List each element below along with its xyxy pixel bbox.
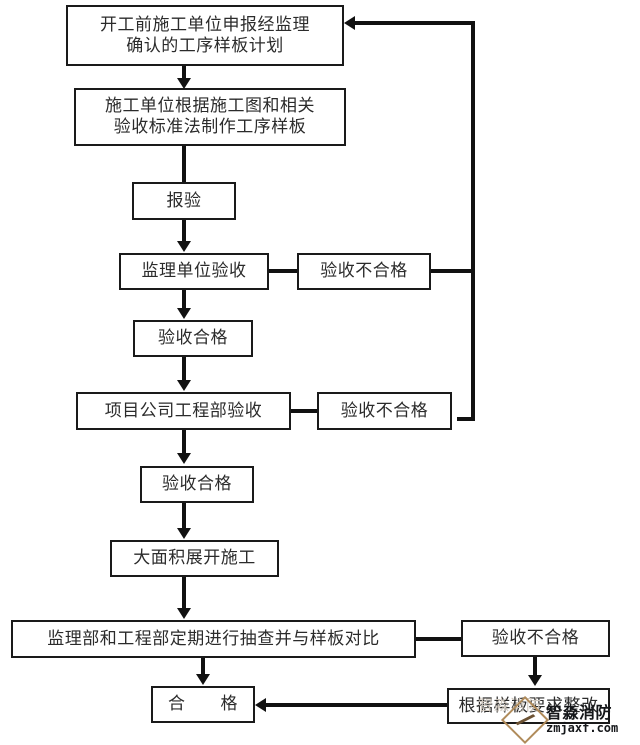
node-supervisor-acceptance[interactable]: 监理单位验收 xyxy=(119,253,269,290)
connector-spot-check-to-failed-3 xyxy=(416,637,461,641)
node-label: 根据样板要求整改 xyxy=(458,695,599,716)
connector-failed-3-to-rectify xyxy=(533,657,537,676)
connector-passed-2-to-large-scale xyxy=(182,503,186,529)
connector-plan-to-make-sample xyxy=(182,66,186,80)
connector-return-bus-vertical xyxy=(471,21,475,421)
arrowhead-down-icon xyxy=(177,308,191,319)
connector-make-sample-to-report xyxy=(182,146,186,182)
arrowhead-down-icon xyxy=(177,78,191,89)
arrowhead-down-icon xyxy=(177,608,191,619)
node-label: 大面积展开施工 xyxy=(133,548,256,569)
node-label: 合 格 xyxy=(168,694,238,715)
connector-project-to-failed-2 xyxy=(291,409,317,413)
node-label: 验收不合格 xyxy=(491,628,580,649)
connector-supervisor-to-passed-1 xyxy=(182,290,186,310)
node-make-process-sample[interactable]: 施工单位根据施工图和相关 验收标准法制作工序样板 xyxy=(74,88,346,146)
node-acceptance-failed-2[interactable]: 验收不合格 xyxy=(317,392,452,430)
node-acceptance-passed-2[interactable]: 验收合格 xyxy=(140,466,254,503)
connector-rectify-to-qualified xyxy=(266,703,447,707)
connector-failed-1-to-return-bus xyxy=(431,269,475,273)
connector-return-bus-to-plan xyxy=(355,21,475,25)
node-report-inspection[interactable]: 报验 xyxy=(132,182,236,220)
arrowhead-down-icon xyxy=(177,453,191,464)
node-label: 报验 xyxy=(166,190,202,211)
node-label: 项目公司工程部验收 xyxy=(104,400,263,421)
arrowhead-left-icon xyxy=(344,16,355,30)
connector-spot-check-to-qualified xyxy=(201,658,205,676)
node-label-line1: 开工前施工单位申报经监理 xyxy=(100,14,310,35)
node-acceptance-failed-1[interactable]: 验收不合格 xyxy=(297,253,431,290)
arrowhead-down-icon xyxy=(177,241,191,252)
node-label: 监理单位验收 xyxy=(141,261,247,282)
arrowhead-down-icon xyxy=(196,674,210,685)
node-label-line2: 确认的工序样板计划 xyxy=(126,35,284,56)
arrowhead-down-icon xyxy=(177,528,191,539)
connector-large-scale-to-spot-check xyxy=(182,577,186,611)
connector-report-to-supervisor xyxy=(182,220,186,242)
node-label: 监理部和工程部定期进行抽查并与样板对比 xyxy=(47,628,380,649)
node-label: 验收合格 xyxy=(162,474,232,495)
arrowhead-down-icon xyxy=(528,675,542,686)
node-qualified[interactable]: 合 格 xyxy=(151,686,255,723)
connector-supervisor-to-failed-1 xyxy=(269,269,297,273)
connector-failed-2-to-return-bus xyxy=(457,417,475,421)
arrowhead-left-icon xyxy=(255,698,266,712)
node-rectify-per-sample[interactable]: 根据样板要求整改 xyxy=(447,688,610,724)
node-label: 验收不合格 xyxy=(320,261,408,282)
node-acceptance-passed-1[interactable]: 验收合格 xyxy=(133,320,253,357)
node-label: 验收不合格 xyxy=(340,400,429,421)
arrowhead-down-icon xyxy=(177,380,191,391)
connector-passed-1-to-project xyxy=(182,357,186,381)
node-acceptance-failed-3[interactable]: 验收不合格 xyxy=(461,620,610,657)
node-project-company-acceptance[interactable]: 项目公司工程部验收 xyxy=(76,392,291,430)
connector-project-to-passed-2 xyxy=(182,430,186,454)
node-label-line2: 验收标准法制作工序样板 xyxy=(113,117,307,137)
node-label: 验收合格 xyxy=(158,328,228,349)
node-periodic-spot-check[interactable]: 监理部和工程部定期进行抽查并与样板对比 xyxy=(11,620,416,658)
node-label-line1: 施工单位根据施工图和相关 xyxy=(105,96,315,117)
node-pre-construction-plan[interactable]: 开工前施工单位申报经监理 确认的工序样板计划 xyxy=(66,5,344,66)
node-large-scale-construction[interactable]: 大面积展开施工 xyxy=(110,540,279,577)
